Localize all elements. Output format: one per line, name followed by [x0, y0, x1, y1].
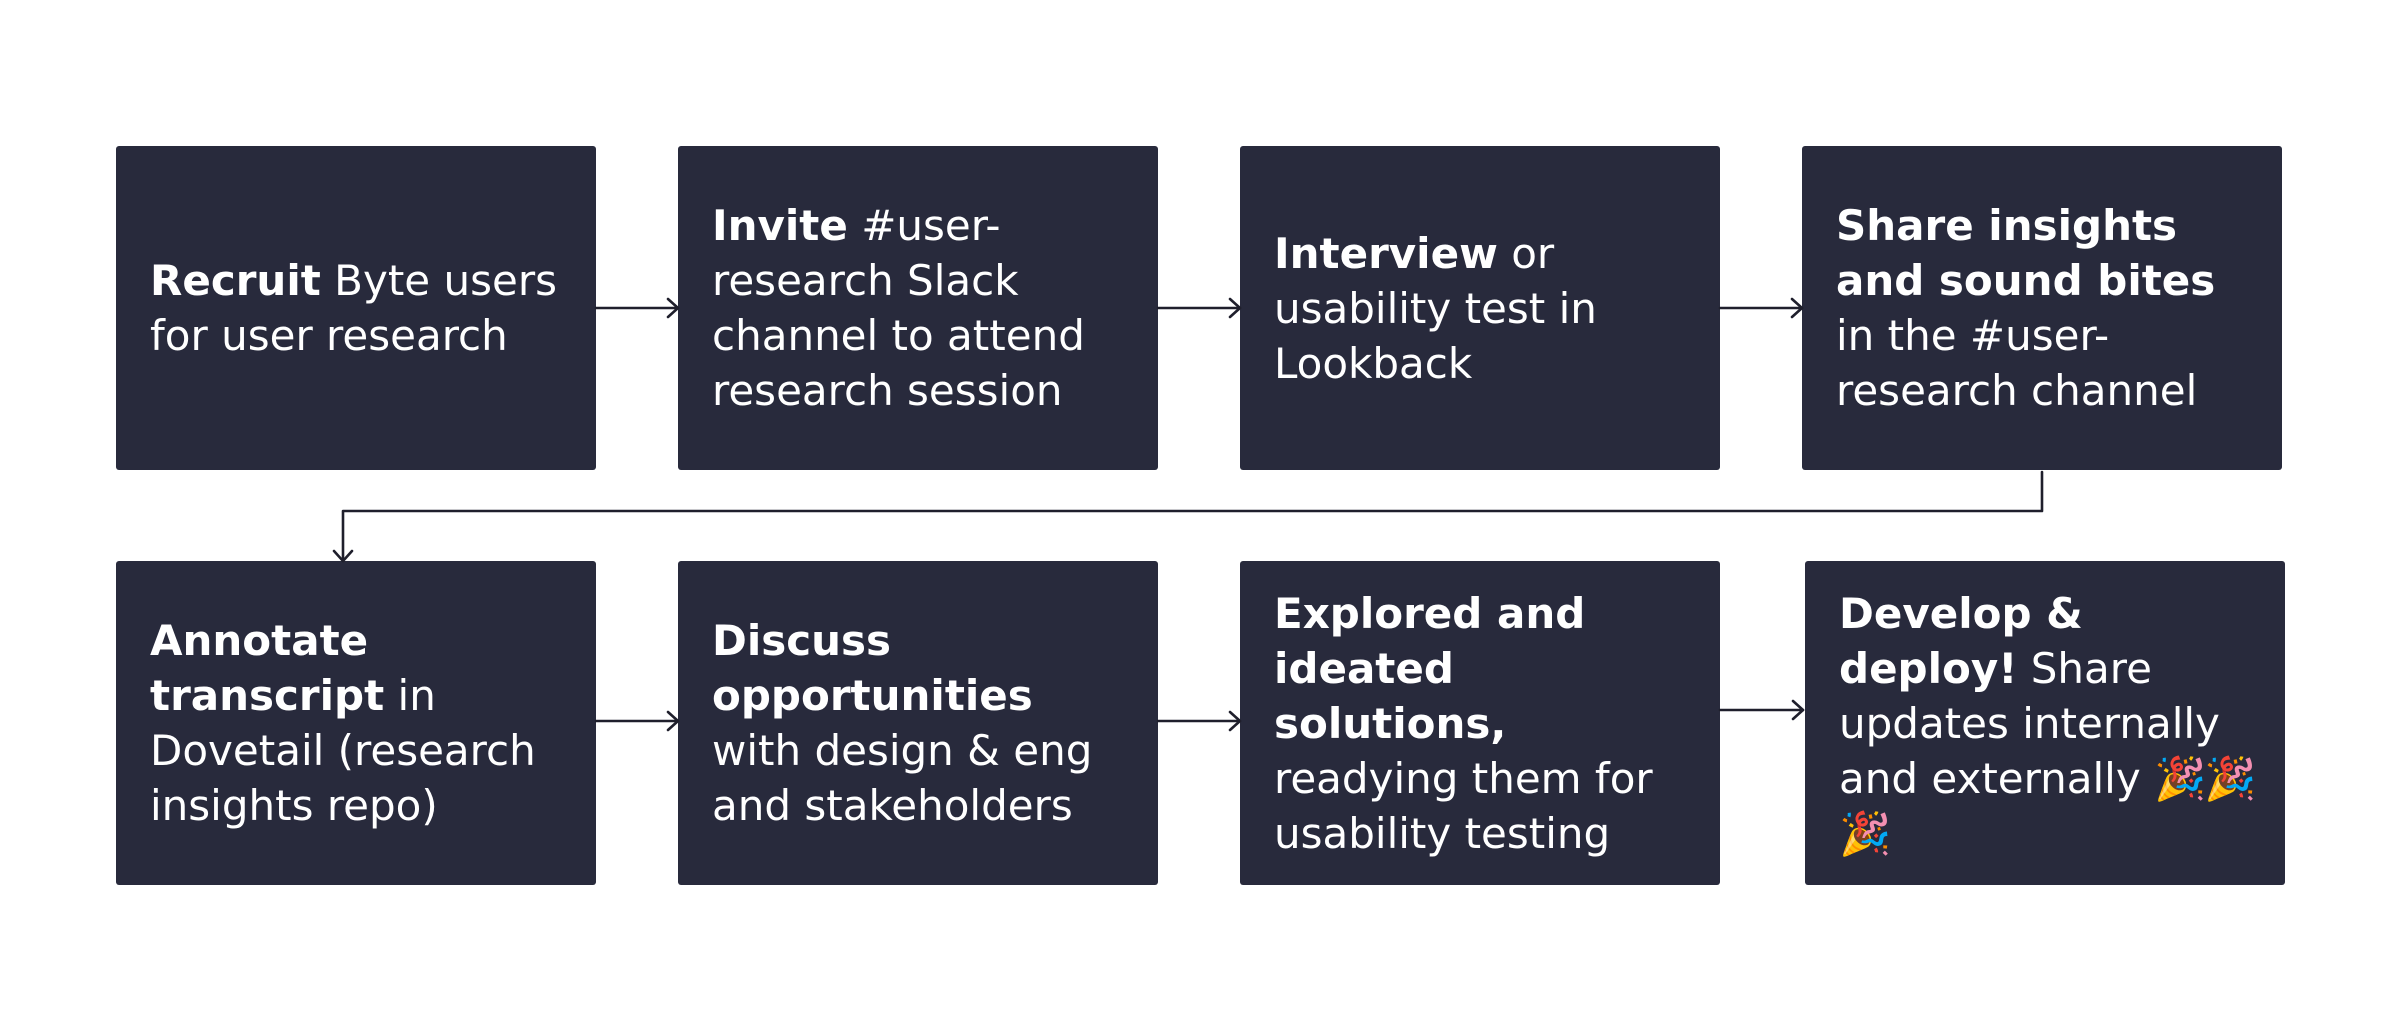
arrow-interview-to-share	[1718, 297, 1804, 319]
step-interview-bold: Interview	[1274, 228, 1498, 278]
step-interview: Interview or usability test in Lookback	[1240, 146, 1720, 470]
arrow-explore-to-develop	[1718, 699, 1805, 721]
step-explore-solutions-bold: Explored and ideated solutions,	[1274, 588, 1586, 748]
arrow-share-to-annotate	[332, 470, 2044, 563]
step-annotate-transcript-bold: Annotate transcript	[150, 616, 385, 720]
step-explore-solutions: Explored and ideated solutions, readying…	[1240, 561, 1720, 885]
step-share-insights-text: in the #user-research channel	[1836, 311, 2198, 415]
step-recruit: Recruit Byte users for user research	[116, 146, 596, 470]
step-share-insights-bold: Share insights and sound bites	[1836, 201, 2216, 305]
step-share-insights: Share insights and sound bites in the #u…	[1802, 146, 2282, 470]
step-annotate-transcript-text: in Dovetail (research insights repo)	[150, 671, 536, 830]
step-recruit-bold: Recruit	[150, 256, 321, 305]
step-annotate-transcript: Annotate transcript in Dovetail (researc…	[116, 561, 596, 885]
step-recruit-text: Byte users for user research	[150, 256, 557, 360]
step-develop-deploy-text: Share updates internally and externally	[1839, 643, 2220, 803]
step-discuss-opportunities-text: with design & eng and stakeholders	[712, 726, 1093, 830]
step-discuss-opportunities: Discuss opportunities with design & eng …	[678, 561, 1158, 885]
step-explore-solutions-text: readying them for usability testing	[1274, 753, 1653, 858]
step-invite: Invite #user-research Slack channel to a…	[678, 146, 1158, 470]
step-invite-bold: Invite	[712, 201, 848, 250]
arrow-invite-to-interview	[1156, 297, 1242, 319]
step-develop-deploy: Develop & deploy! Share updates internal…	[1805, 561, 2285, 885]
party-popper-icons: 🎉🎉🎉	[1839, 753, 2257, 858]
arrow-discuss-to-explore	[1156, 710, 1242, 732]
arrow-annotate-to-discuss	[594, 710, 680, 732]
arrow-recruit-to-invite	[594, 297, 680, 319]
step-develop-deploy-bold: Develop & deploy!	[1839, 588, 2083, 693]
step-invite-text: #user-research Slack channel to attend r…	[712, 201, 1085, 415]
step-discuss-opportunities-bold: Discuss opportunities	[712, 616, 1033, 720]
step-interview-text: or usability test in Lookback	[1274, 228, 1597, 388]
